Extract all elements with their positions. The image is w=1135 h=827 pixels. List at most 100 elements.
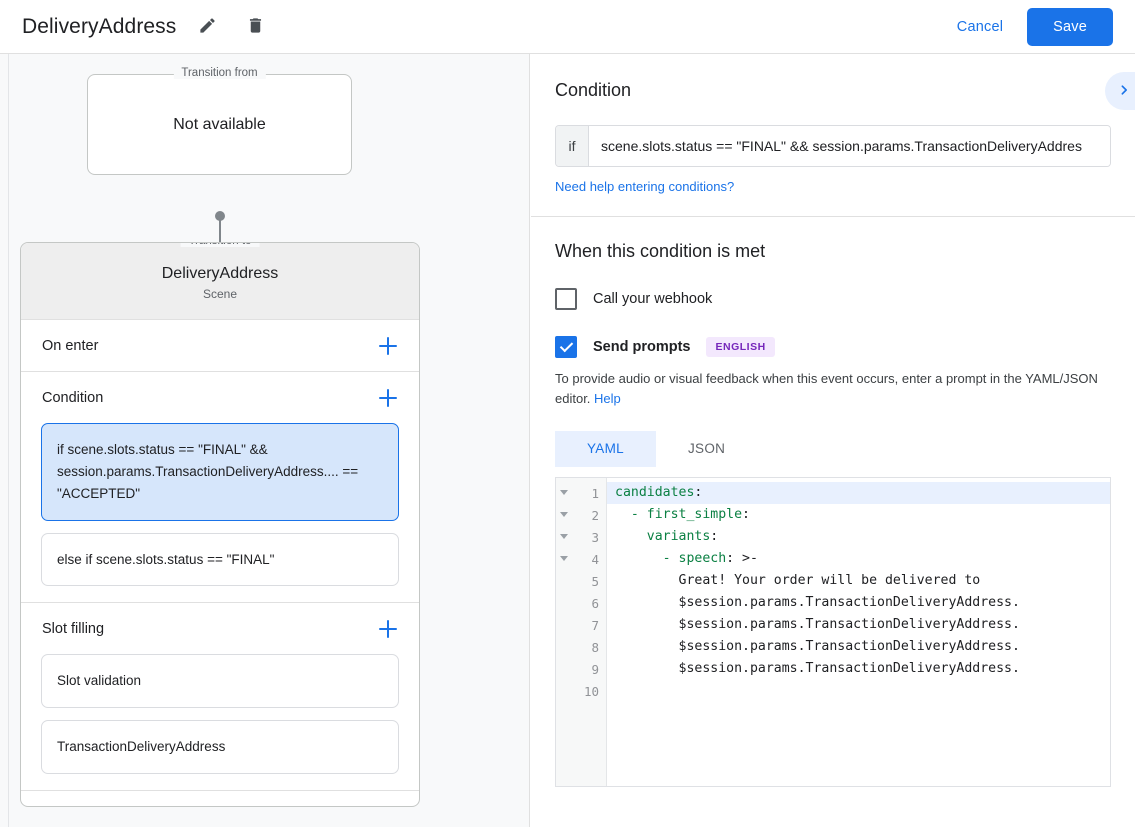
cancel-button[interactable]: Cancel <box>943 10 1017 44</box>
line-number-text: 7 <box>591 617 599 633</box>
editor-line-number: 4 <box>556 548 606 570</box>
add-slot-filling-button[interactable] <box>377 618 399 640</box>
yaml-key: - first_simple <box>615 507 743 523</box>
expand-panel-button[interactable] <box>1105 72 1135 110</box>
add-condition-button[interactable] <box>377 387 399 409</box>
yaml-punctuation: : <box>694 485 703 501</box>
editor-line-number: 8 <box>556 636 606 658</box>
section-custom-intent-header: Custom intent handling <box>21 791 419 807</box>
line-number-text: 3 <box>591 529 599 545</box>
section-condition: Condition if scene.slots.status == "FINA… <box>21 372 419 604</box>
section-slot-filling: Slot filling Slot validation Transaction… <box>21 603 419 792</box>
line-number-text: 1 <box>591 485 599 501</box>
section-condition-body: if scene.slots.status == "FINAL" && sess… <box>21 423 419 602</box>
transition-to-subtitle: Scene <box>202 287 238 301</box>
editor-line-number: 6 <box>556 592 606 614</box>
yaml-text: $session.params.TransactionDeliveryAddre… <box>615 639 1020 655</box>
editor-code-line[interactable]: $session.params.TransactionDeliveryAddre… <box>607 636 1110 658</box>
condition-item[interactable]: else if scene.slots.status == "FINAL" <box>41 532 399 587</box>
trash-icon <box>246 16 265 38</box>
condition-section-title: Condition <box>555 80 632 100</box>
prompts-hint: To provide audio or visual feedback when… <box>555 369 1111 409</box>
chevron-right-icon <box>1114 80 1134 103</box>
yaml-punctuation: : <box>742 507 750 523</box>
delete-button[interactable] <box>238 10 272 44</box>
section-condition-title: Condition <box>42 390 104 406</box>
send-prompts-checkbox[interactable] <box>555 336 577 358</box>
transition-to-name: DeliveryAddress <box>161 265 279 282</box>
transition-from-legend: Transition from <box>173 67 266 79</box>
section-slot-filling-title: Slot filling <box>42 621 105 638</box>
condition-item-selected[interactable]: if scene.slots.status == "FINAL" && sess… <box>41 423 399 521</box>
editor-line-number: 5 <box>556 570 606 592</box>
edit-button[interactable] <box>190 10 224 44</box>
line-number-text: 2 <box>591 507 599 523</box>
transition-to-legend: Transition to <box>180 243 260 247</box>
left-rail <box>0 54 9 827</box>
editor-code-line[interactable]: Great! Your order will be delivered to <box>607 570 1110 592</box>
fold-triangle-icon[interactable] <box>560 490 568 496</box>
yaml-punctuation: : <box>710 529 719 545</box>
editor-line-number: 3 <box>556 526 606 548</box>
transition-from-card: Transition from Not available <box>87 67 352 175</box>
pencil-icon <box>198 16 217 38</box>
yaml-key: variants <box>615 529 711 545</box>
editor-line-number: 1 <box>556 482 606 504</box>
send-prompts-label: Send prompts <box>593 339 691 355</box>
fold-triangle-icon[interactable] <box>560 512 568 518</box>
yaml-text: $session.params.TransactionDeliveryAddre… <box>615 595 1020 611</box>
editor-code-area[interactable]: candidates: - first_simple: variants: - … <box>607 478 1110 786</box>
section-custom-intent-handling: Custom intent handling <box>21 791 419 807</box>
line-number-text: 8 <box>591 639 599 655</box>
editor-code-line[interactable]: $session.params.TransactionDeliveryAddre… <box>607 658 1110 680</box>
line-number-text: 10 <box>583 683 599 699</box>
condition-section: Condition if Need help entering conditio… <box>531 54 1135 217</box>
yaml-punctuation: : >- <box>726 551 758 567</box>
app-header: DeliveryAddress Cancel Save <box>0 0 1135 54</box>
add-on-enter-button[interactable] <box>377 335 399 357</box>
save-button[interactable]: Save <box>1027 7 1113 46</box>
section-slot-filling-body: Slot validation TransactionDeliveryAddre… <box>21 654 419 790</box>
editor-code-line[interactable]: $session.params.TransactionDeliveryAddre… <box>607 592 1110 614</box>
editor-line-number: 9 <box>556 658 606 680</box>
condition-help-link[interactable]: Need help entering conditions? <box>555 179 735 194</box>
editor-code-line[interactable]: - speech: >- <box>607 548 1110 570</box>
section-condition-header: Condition <box>21 372 419 423</box>
send-prompts-row: Send prompts ENGLISH <box>555 336 1111 358</box>
line-number-text: 9 <box>591 661 599 677</box>
fold-triangle-icon[interactable] <box>560 556 568 562</box>
tab-json[interactable]: JSON <box>687 441 726 457</box>
editor-line-number: 7 <box>556 614 606 636</box>
condition-input[interactable] <box>589 126 1110 166</box>
webhook-row: Call your webhook <box>555 288 1111 310</box>
editor-code-line[interactable]: candidates: <box>607 482 1110 505</box>
editor-code-line[interactable]: $session.params.TransactionDeliveryAddre… <box>607 614 1110 636</box>
call-webhook-label: Call your webhook <box>593 291 713 307</box>
editor-line-number: 10 <box>556 680 606 702</box>
editor-line-number: 2 <box>556 504 606 526</box>
editor-code-line[interactable]: variants: <box>607 526 1110 548</box>
editor-code-line[interactable]: - first_simple: <box>607 504 1110 526</box>
when-condition-met-section: When this condition is met Call your web… <box>531 217 1135 788</box>
transition-to-header: DeliveryAddress Scene <box>21 243 419 320</box>
tab-yaml[interactable]: YAML <box>555 431 656 468</box>
slot-item-transaction-delivery-address[interactable]: TransactionDeliveryAddress <box>41 720 399 775</box>
call-webhook-checkbox[interactable] <box>555 288 577 310</box>
prompts-hint-text: To provide audio or visual feedback when… <box>555 371 1098 407</box>
line-number-text: 6 <box>591 595 599 611</box>
left-panel: Transition from Not available Transition… <box>0 54 530 827</box>
add-custom-intent-button[interactable] <box>377 806 399 807</box>
section-slot-filling-header: Slot filling <box>21 603 419 654</box>
yaml-text: $session.params.TransactionDeliveryAddre… <box>615 617 1020 633</box>
slot-validation-item[interactable]: Slot validation <box>41 654 399 709</box>
yaml-text: $session.params.TransactionDeliveryAddre… <box>615 661 1020 677</box>
line-number-text: 5 <box>591 573 599 589</box>
page-title: DeliveryAddress <box>22 14 177 38</box>
prompts-help-link[interactable]: Help <box>594 391 621 407</box>
when-condition-met-title: When this condition is met <box>555 241 766 261</box>
yaml-text: Great! Your order will be delivered to <box>615 573 981 589</box>
yaml-key: candidates <box>615 485 695 501</box>
editor-code-line[interactable] <box>607 680 1110 702</box>
fold-triangle-icon[interactable] <box>560 534 568 540</box>
